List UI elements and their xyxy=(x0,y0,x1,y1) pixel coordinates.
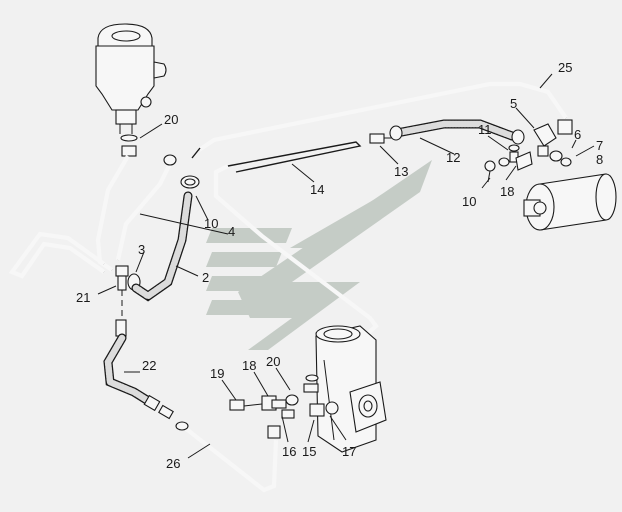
label-6: 6 xyxy=(574,127,581,142)
label-10-left: 10 xyxy=(204,216,218,231)
label-4: 4 xyxy=(228,224,235,239)
label-20-bottom: 20 xyxy=(266,354,280,369)
tube-25 xyxy=(191,81,568,159)
reservoir xyxy=(95,23,167,134)
pump-body xyxy=(523,173,617,231)
label-2: 2 xyxy=(202,270,209,285)
label-25: 25 xyxy=(558,60,572,75)
label-5: 5 xyxy=(510,96,517,111)
label-18-right: 18 xyxy=(500,184,514,199)
label-11: 11 xyxy=(478,122,492,137)
label-16: 16 xyxy=(282,444,296,459)
label-13: 13 xyxy=(394,164,408,179)
label-3: 3 xyxy=(138,242,145,257)
label-12: 12 xyxy=(446,150,460,165)
tube-14 xyxy=(213,141,379,350)
fitting-5 xyxy=(533,119,573,157)
callout-labels: 25 5 20 11 6 7 8 12 13 10 18 14 10 4 3 2… xyxy=(76,60,603,471)
label-14: 14 xyxy=(310,182,324,197)
fitting-13 xyxy=(369,133,392,144)
label-8: 8 xyxy=(596,152,603,167)
watermark-logo xyxy=(206,160,432,350)
fitting-20-top xyxy=(120,134,138,157)
hose-2 xyxy=(131,175,200,302)
label-15: 15 xyxy=(302,444,316,459)
fitting-21 xyxy=(115,265,129,318)
label-20-top: 20 xyxy=(164,112,178,127)
hose-12 xyxy=(389,119,525,145)
label-19: 19 xyxy=(210,366,224,381)
washers-6-7-8 xyxy=(549,150,572,167)
label-26: 26 xyxy=(166,456,180,471)
label-18-bottom: 18 xyxy=(242,358,256,373)
tube-26 xyxy=(175,421,281,493)
label-17: 17 xyxy=(342,444,356,459)
steering-gear xyxy=(315,325,387,453)
label-22: 22 xyxy=(142,358,156,373)
label-10-right: 10 xyxy=(462,194,476,209)
leader-lines xyxy=(97,73,595,459)
gear-fittings xyxy=(229,374,339,419)
hose-22 xyxy=(103,319,174,420)
label-7: 7 xyxy=(596,138,603,153)
tube-4 xyxy=(8,154,177,279)
label-21: 21 xyxy=(76,290,90,305)
